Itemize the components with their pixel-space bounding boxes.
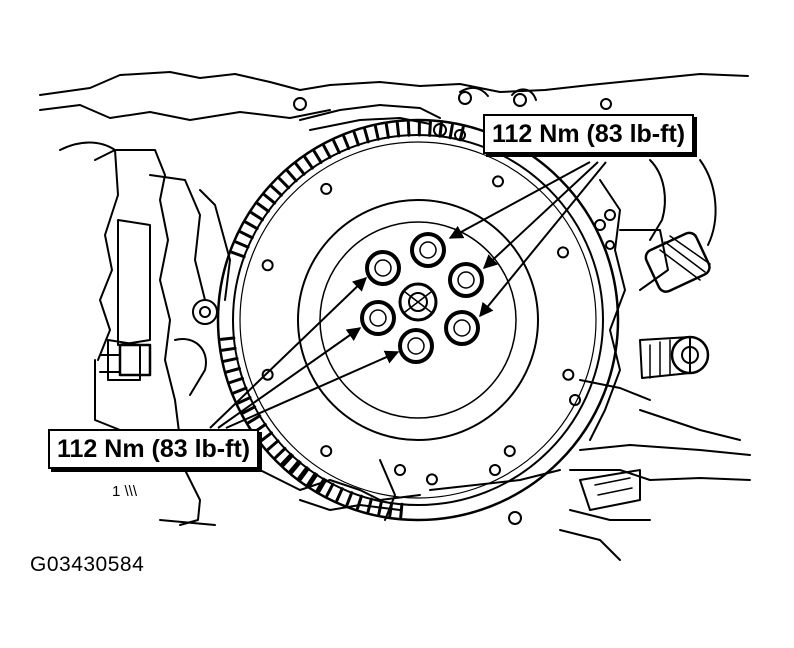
flywheel-outer-ring: [216, 118, 620, 522]
gear-tooth: [325, 482, 335, 498]
flywheel-perimeter-holes: [261, 175, 575, 486]
gear-tooth: [303, 155, 314, 170]
gear-tooth: [395, 121, 401, 138]
crankshaft-bolts: [360, 232, 484, 364]
gear-tooth: [297, 466, 309, 480]
gear-tooth: [352, 131, 360, 147]
gear-tooth: [312, 149, 323, 164]
bolt-icon: [444, 310, 480, 346]
right-housing: [589, 179, 626, 441]
gear-tooth: [373, 125, 380, 141]
perimeter-hole: [492, 175, 504, 188]
gear-tooth: [448, 123, 454, 140]
torque-callout-top: 112 Nm (83 lb-ft): [483, 114, 695, 154]
left-housing: [114, 149, 181, 441]
leader-arrows-bottom: [209, 277, 400, 429]
gear-tooth: [277, 177, 291, 190]
gear-tooth: [280, 452, 293, 466]
gear-tooth: [363, 127, 370, 144]
gear-tooth: [288, 459, 301, 473]
gear-tooth: [335, 487, 344, 503]
gear-tooth: [263, 193, 277, 205]
perimeter-hole: [261, 259, 274, 272]
gear-tooth: [290, 461, 302, 475]
gear-tooth: [247, 414, 262, 425]
gear-tooth: [345, 491, 354, 507]
gear-tooth: [384, 123, 390, 139]
gear-tooth: [315, 477, 326, 492]
gear-tooth: [342, 134, 351, 150]
gear-tooth: [259, 431, 273, 443]
gear-tooth: [244, 220, 259, 231]
gear-tooth: [225, 367, 241, 374]
gear-tooth: [220, 346, 237, 352]
gear-tooth: [308, 473, 319, 488]
gear-tooth: [266, 439, 280, 451]
gear-tooth: [281, 454, 294, 467]
perimeter-hole: [320, 445, 333, 458]
gear-tooth: [406, 120, 411, 137]
flywheel-center-hub: [398, 282, 438, 322]
bolt-icon: [398, 328, 434, 364]
gear-tooth: [219, 336, 236, 341]
gear-tooth: [332, 139, 341, 155]
bolt-icon: [410, 232, 446, 268]
engine-housing-top: [39, 71, 749, 96]
gear-tooth: [458, 125, 465, 142]
part-mark-label: 1 \\\: [112, 483, 138, 500]
gear-tooth: [306, 472, 317, 487]
perimeter-hole: [503, 445, 516, 458]
flywheel-inner-face: [297, 199, 539, 441]
leader-arrows-top: [448, 161, 607, 318]
gear-tooth: [234, 240, 250, 249]
gear-tooth: [286, 169, 298, 183]
perimeter-hole: [425, 473, 438, 486]
bolt-icon: [365, 250, 401, 286]
gear-tooth: [230, 250, 246, 259]
bolt-icon: [448, 262, 484, 298]
gear-tooth: [355, 494, 363, 511]
gear-tooth: [241, 405, 257, 415]
gear-tooth: [239, 230, 254, 240]
gear-tooth: [322, 144, 332, 159]
perimeter-hole: [261, 368, 274, 381]
torque-callout-bottom: 112 Nm (83 lb-ft): [48, 429, 260, 469]
gear-tooth: [236, 396, 252, 405]
gear-tooth: [294, 162, 306, 176]
bolt-icon: [360, 300, 396, 336]
gear-tooth: [274, 447, 287, 460]
gear-tooth: [250, 211, 264, 222]
gear-tooth: [222, 356, 239, 363]
gear-tooth: [299, 467, 310, 481]
perimeter-hole: [557, 246, 570, 259]
perimeter-hole: [320, 182, 333, 195]
gear-tooth: [232, 386, 248, 395]
engine-housing-top-inner: [39, 104, 331, 121]
gear-tooth: [438, 121, 443, 138]
perimeter-hole: [562, 368, 575, 381]
gear-tooth: [399, 502, 404, 519]
gear-tooth: [228, 376, 244, 384]
gear-tooth: [270, 184, 283, 197]
gear-tooth: [256, 202, 270, 213]
figure-id: G03430584: [30, 553, 145, 576]
